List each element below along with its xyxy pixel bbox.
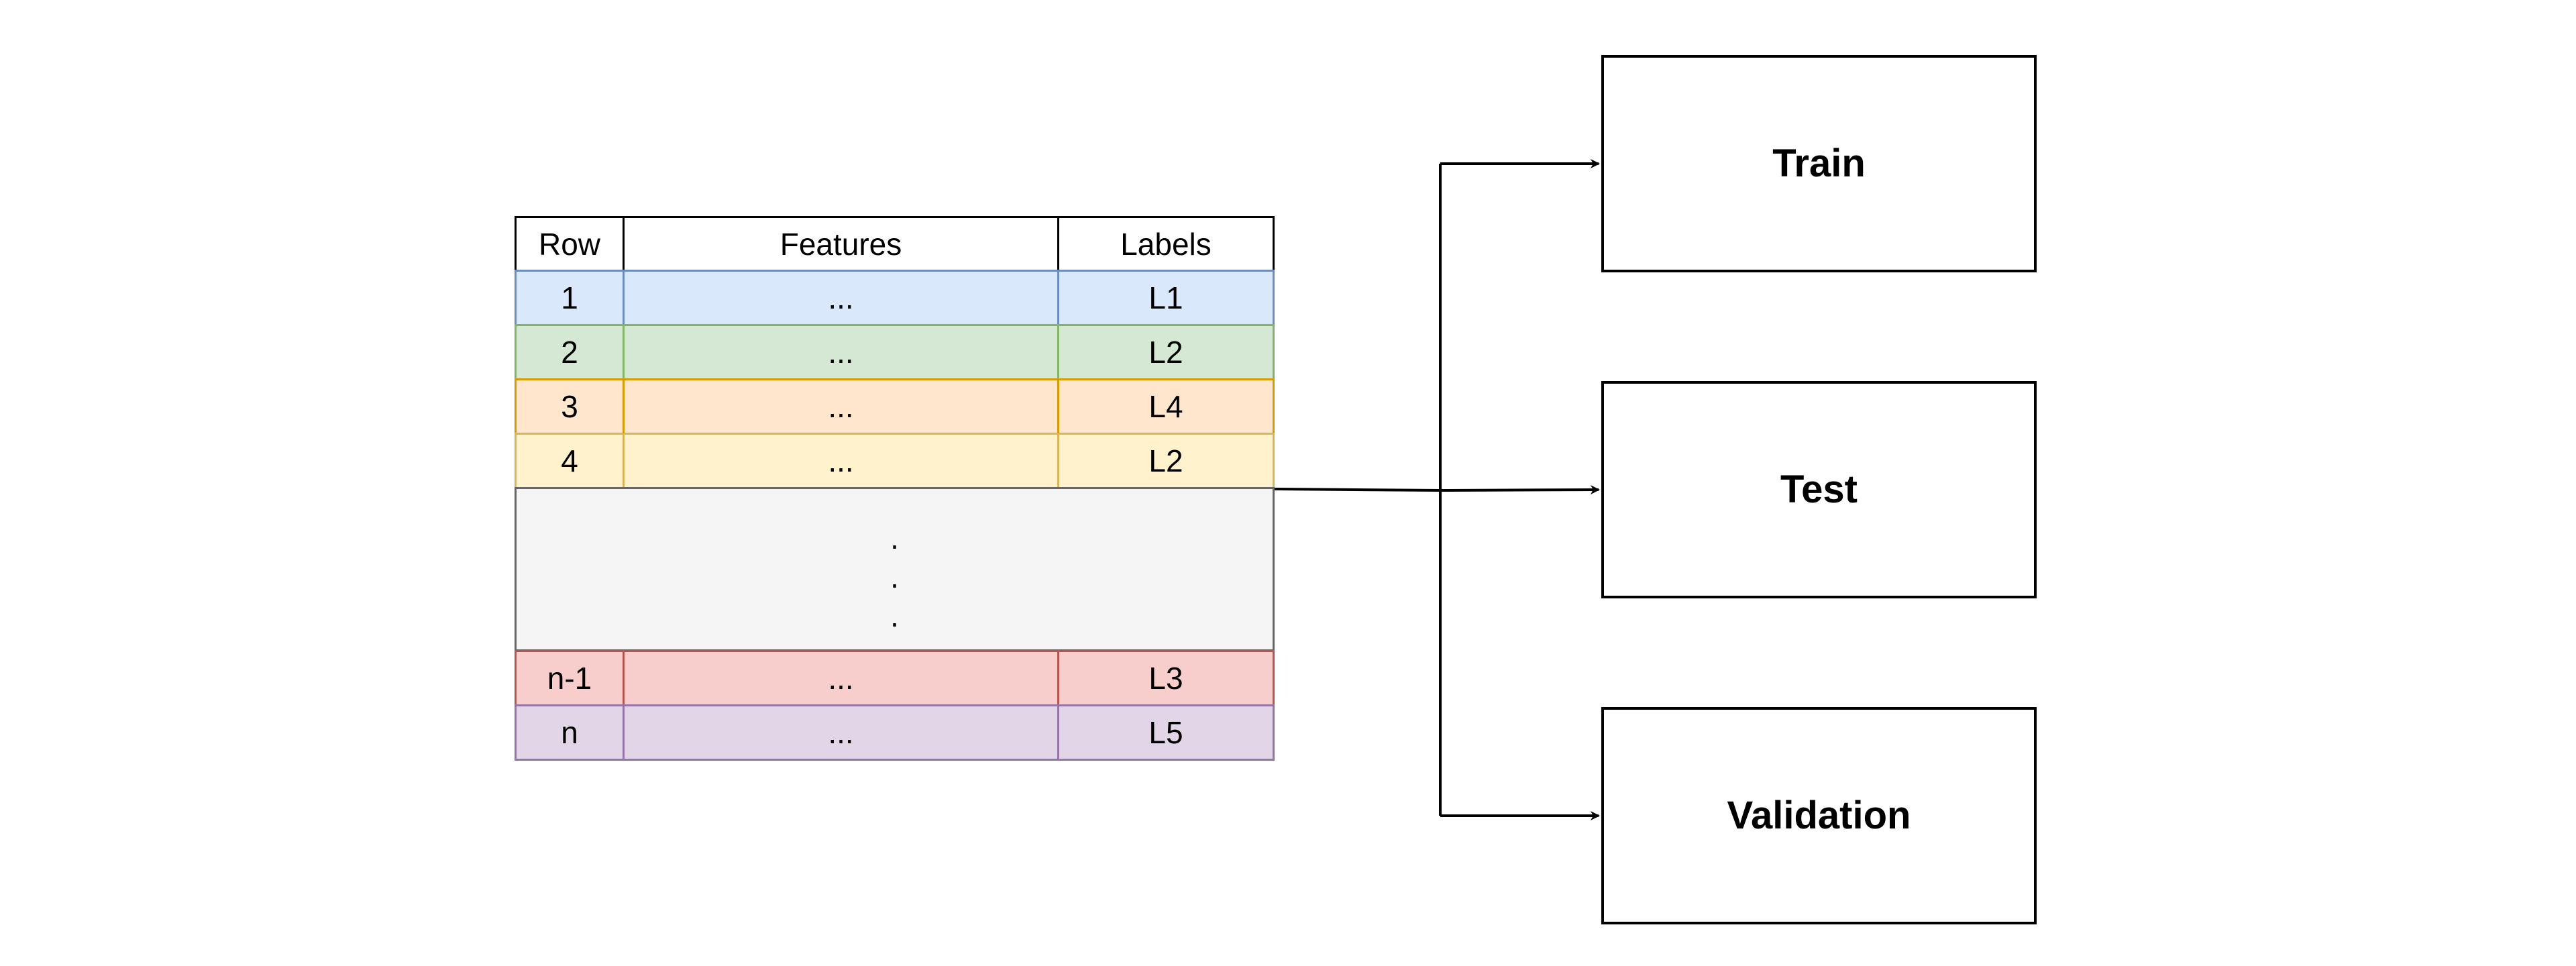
header-labels-cell: Labels — [1057, 216, 1275, 272]
row-label: L4 — [1148, 389, 1183, 424]
header-row-cell: Row — [515, 216, 625, 272]
header-features-label: Features — [780, 226, 902, 262]
row-label: L2 — [1148, 443, 1183, 478]
row-number: n-1 — [547, 661, 592, 696]
row-label-cell: L5 — [1057, 704, 1275, 761]
row-label: L1 — [1148, 280, 1183, 315]
validation-box: Validation — [1601, 707, 2037, 924]
row-number: n — [561, 715, 578, 750]
row-features-cell: ... — [623, 324, 1059, 380]
header-labels-label: Labels — [1120, 226, 1212, 262]
train-box: Train — [1601, 55, 2037, 272]
row-number: 3 — [561, 389, 578, 424]
row-features: ... — [828, 443, 854, 478]
ellipsis-gap-block: . . . — [515, 487, 1275, 651]
row-label-cell: L1 — [1057, 270, 1275, 326]
dataset-table: Row Features Labels 1 ... L1 2 ... — [515, 216, 1275, 761]
test-label: Test — [1780, 468, 1858, 511]
row-features-cell: ... — [623, 704, 1059, 761]
row-number-cell: 1 — [515, 270, 625, 326]
ellipsis-dot: . — [890, 521, 899, 555]
row-features: ... — [828, 335, 854, 370]
ellipsis-dot: . — [890, 559, 899, 594]
row-number: 4 — [561, 443, 578, 478]
header-row-label: Row — [538, 226, 601, 262]
ellipsis-dot: . — [890, 598, 899, 633]
test-box: Test — [1601, 381, 2037, 598]
table-to-splitter-line — [1274, 488, 1441, 492]
row-features-cell: ... — [623, 270, 1059, 326]
row-number-cell: 3 — [515, 378, 625, 435]
row-label-cell: L2 — [1057, 324, 1275, 380]
row-label-cell: L4 — [1057, 378, 1275, 435]
row-features-cell: ... — [623, 650, 1059, 706]
row-features: ... — [828, 280, 854, 315]
row-features: ... — [828, 389, 854, 424]
row-number-cell: 2 — [515, 324, 625, 380]
row-number-cell: n — [515, 704, 625, 761]
row-features: ... — [828, 661, 854, 696]
row-number: 1 — [561, 280, 578, 315]
row-label: L3 — [1148, 661, 1183, 696]
row-label: L5 — [1148, 715, 1183, 750]
validation-label: Validation — [1727, 794, 1911, 837]
row-number: 2 — [561, 335, 578, 370]
row-features: ... — [828, 715, 854, 750]
train-label: Train — [1772, 142, 1866, 185]
row-label: L2 — [1148, 335, 1183, 370]
